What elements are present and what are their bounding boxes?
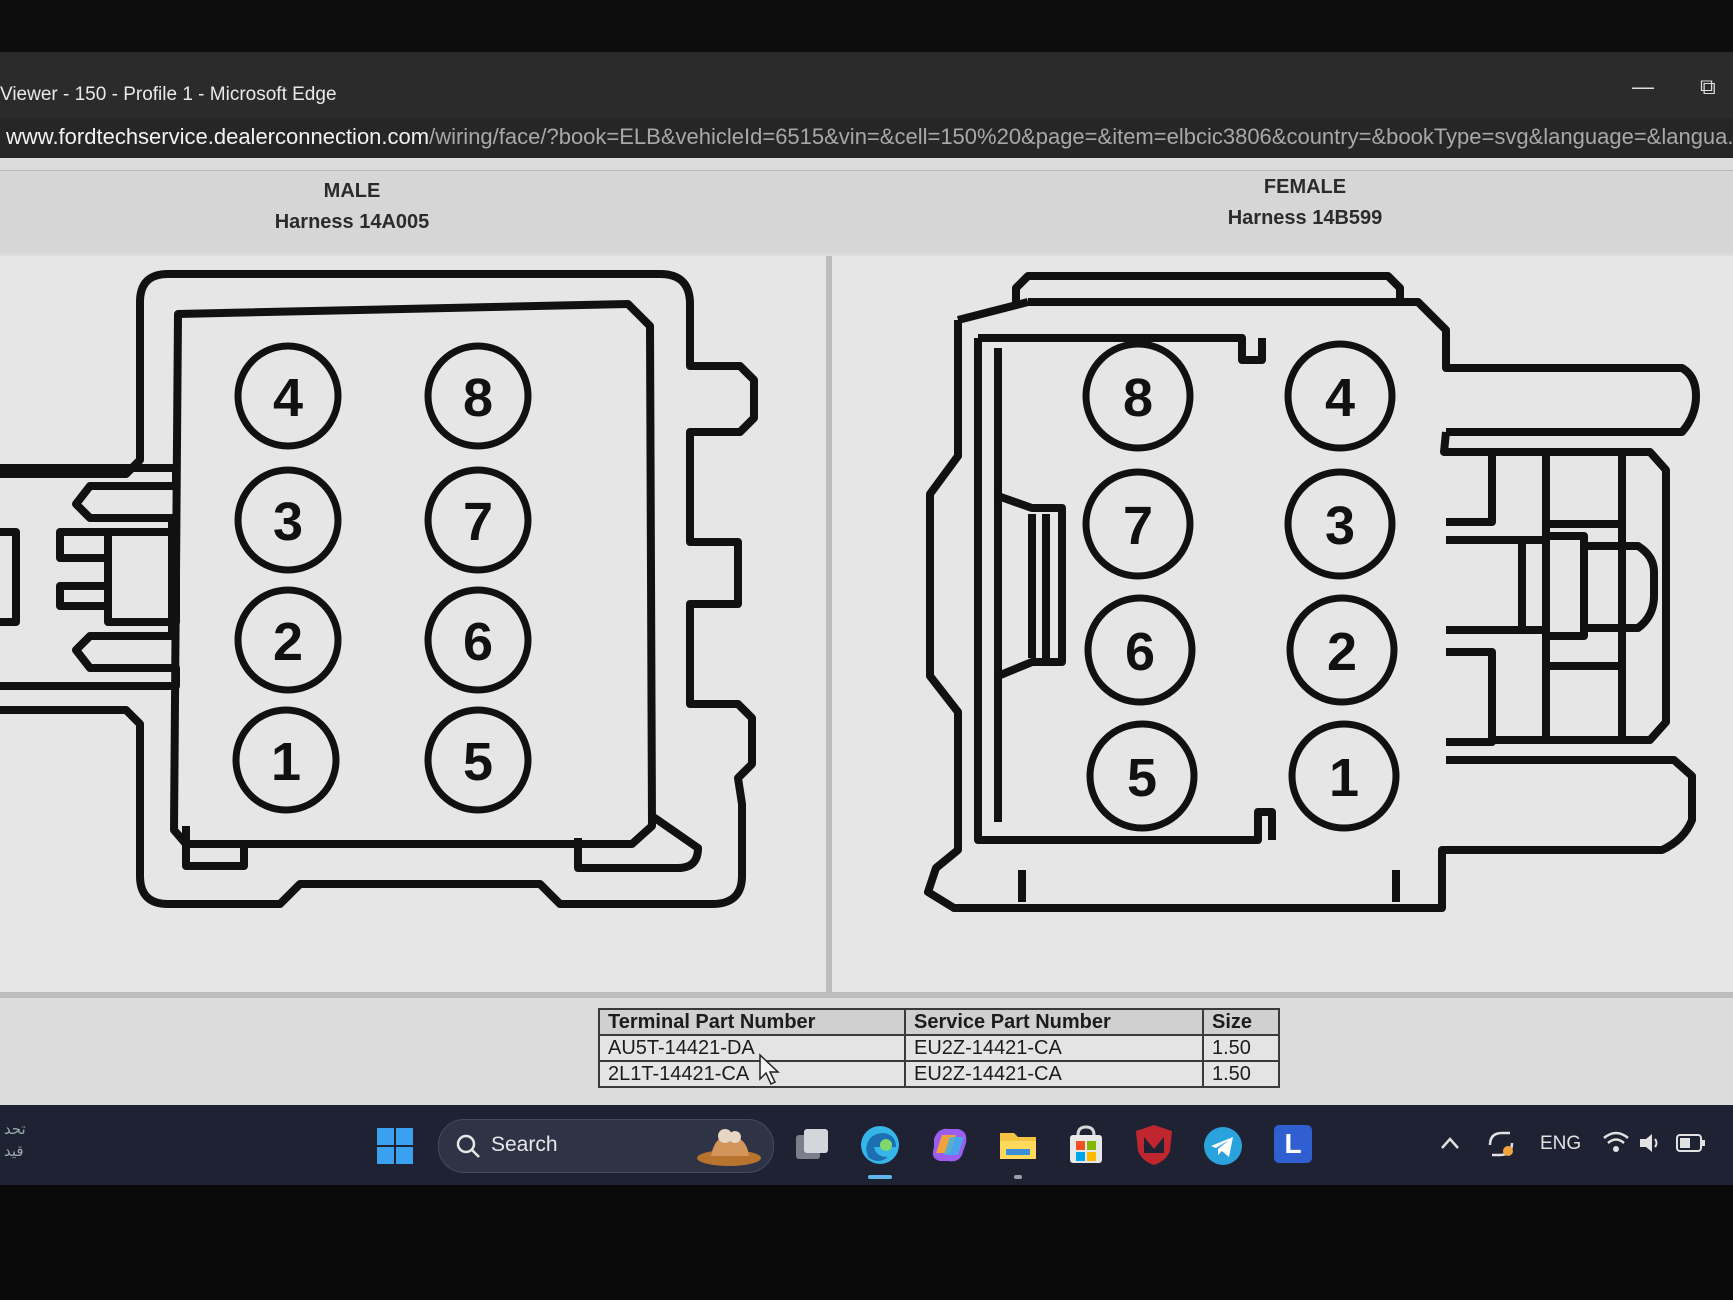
window-title: Viewer - 150 - Profile 1 - Microsoft Edg… — [0, 84, 337, 105]
male-pin-circle[interactable] — [232, 706, 340, 814]
female-pin-number: 6 — [1125, 622, 1155, 682]
panel-bottom-rule — [0, 992, 1733, 998]
female-header: FEMALE Harness 14B599 — [1180, 172, 1430, 234]
female-pin-circle[interactable] — [1082, 468, 1194, 580]
table-cell: EU2Z-14421-CA — [904, 1034, 1204, 1062]
male-pin-circle[interactable] — [424, 706, 532, 814]
female-pin-number: 3 — [1325, 496, 1355, 556]
female-pin-number: 7 — [1123, 496, 1153, 556]
female-pin-number: 5 — [1127, 748, 1157, 808]
search-highlight-icon — [697, 1129, 761, 1166]
male-pin-circle[interactable] — [424, 586, 532, 694]
wiring-face-view: MALE Harness 14A005 FEMALE Harness 14B59… — [0, 158, 1733, 1105]
url-text[interactable]: www.fordtechservice.dealerconnection.com… — [6, 124, 1733, 150]
male-pin-number: 1 — [271, 732, 301, 792]
column-header: Terminal Part Number — [598, 1008, 906, 1036]
table-header-row: Terminal Part Number Service Part Number… — [598, 1008, 1280, 1036]
male-connector-panel: 4 8 3 7 2 6 1 5 — [0, 256, 826, 992]
table-cell: EU2Z-14421-CA — [904, 1060, 1204, 1088]
edge-browser-icon[interactable] — [858, 1123, 902, 1167]
system-notice-line: تحد — [4, 1121, 26, 1138]
table-row: 2L1T-14421-CA EU2Z-14421-CA 1.50 — [598, 1060, 1280, 1088]
minimize-button[interactable]: — — [1632, 74, 1654, 99]
male-pin-number: 2 — [273, 612, 303, 672]
female-pin-number: 2 — [1327, 622, 1357, 682]
table-row: AU5T-14421-DA EU2Z-14421-CA 1.50 — [598, 1034, 1280, 1062]
male-pin-number: 4 — [273, 368, 303, 428]
female-pin-number: 8 — [1123, 368, 1153, 428]
open-app-indicator — [1014, 1175, 1022, 1179]
url-path: /wiring/face/?book=ELB&vehicleId=6515&vi… — [429, 124, 1733, 149]
browser-titlebar: Viewer - 150 - Profile 1 - Microsoft Edg… — [0, 52, 1733, 118]
url-host: www.fordtechservice.dealerconnection.com — [6, 124, 430, 149]
windows-start-icon[interactable] — [376, 1127, 414, 1165]
table-cell: 2L1T-14421-CA — [598, 1060, 906, 1088]
male-pin-number: 5 — [463, 732, 493, 792]
search-label: Search — [491, 1133, 558, 1156]
female-pin-circle[interactable] — [1284, 340, 1396, 452]
male-pin-circle[interactable] — [234, 466, 342, 574]
female-connector-panel: 8 4 7 3 6 2 5 1 — [832, 256, 1733, 992]
male-pin-circle[interactable] — [424, 342, 532, 450]
female-pin-circle[interactable] — [1082, 340, 1194, 452]
restore-button[interactable]: ⧉ — [1700, 74, 1716, 99]
task-view-icon[interactable] — [792, 1125, 832, 1165]
terminal-parts-table: Terminal Part Number Service Part Number… — [598, 1008, 1280, 1088]
male-pin-number: 7 — [463, 492, 493, 552]
windows-taskbar: تحد قيد Search — [0, 1105, 1733, 1185]
copilot-icon[interactable] — [928, 1123, 972, 1167]
antivirus-shield-icon[interactable] — [1134, 1123, 1174, 1167]
wifi-icon[interactable] — [1602, 1129, 1630, 1155]
connector-header-strip — [0, 170, 1733, 253]
female-gender-label: FEMALE — [1263, 176, 1347, 198]
search-icon — [456, 1134, 480, 1158]
male-connector-drawing: 4 8 3 7 2 6 1 5 — [0, 270, 758, 908]
table-cell: AU5T-14421-DA — [598, 1034, 906, 1062]
female-pin-number: 4 — [1325, 368, 1355, 428]
system-notice-line: قيد — [4, 1143, 24, 1160]
male-pin-number: 3 — [273, 492, 303, 552]
female-pin-circles — [1082, 340, 1400, 832]
male-pin-circle[interactable] — [234, 342, 342, 450]
male-pin-number: 8 — [463, 368, 493, 428]
male-pin-circle[interactable] — [234, 586, 342, 694]
panel-divider — [826, 256, 832, 992]
screen-bezel-bottom — [0, 1185, 1733, 1300]
column-header: Service Part Number — [904, 1008, 1204, 1036]
female-connector-drawing: 8 4 7 3 6 2 5 1 — [924, 272, 1700, 912]
male-harness-label: Harness 14A005 — [274, 211, 430, 233]
taskbar-search-box[interactable]: Search — [438, 1119, 774, 1173]
battery-icon[interactable] — [1676, 1133, 1706, 1153]
sync-icon[interactable] — [1484, 1127, 1518, 1161]
screen-bezel-top — [0, 0, 1733, 52]
app-l-icon[interactable]: L — [1274, 1125, 1312, 1163]
female-pin-circle[interactable] — [1084, 594, 1196, 706]
female-pin-circle[interactable] — [1086, 720, 1198, 832]
female-pin-circle[interactable] — [1288, 720, 1400, 832]
column-header: Size — [1202, 1008, 1280, 1036]
telegram-icon[interactable] — [1202, 1125, 1244, 1167]
male-header: MALE Harness 14A005 — [230, 176, 474, 238]
mouse-cursor-icon — [759, 1053, 780, 1086]
active-app-indicator — [868, 1175, 892, 1179]
language-indicator[interactable]: ENG — [1540, 1133, 1582, 1154]
male-pin-circles — [232, 342, 532, 814]
chevron-up-icon[interactable] — [1440, 1135, 1460, 1151]
table-cell: 1.50 — [1202, 1034, 1280, 1062]
male-pin-number: 6 — [463, 612, 493, 672]
male-gender-label: MALE — [323, 180, 381, 202]
file-explorer-icon[interactable] — [996, 1123, 1040, 1167]
microsoft-store-icon[interactable] — [1064, 1123, 1108, 1167]
female-pin-number: 1 — [1329, 748, 1359, 808]
address-bar[interactable]: www.fordtechservice.dealerconnection.com… — [0, 118, 1733, 158]
volume-icon[interactable] — [1638, 1131, 1662, 1155]
female-harness-label: Harness 14B599 — [1227, 207, 1383, 229]
system-notice-text: تحد قيد — [4, 1119, 26, 1163]
female-pin-circle[interactable] — [1286, 594, 1398, 706]
male-pin-circle[interactable] — [424, 466, 532, 574]
female-pin-circle[interactable] — [1284, 468, 1396, 580]
table-cell: 1.50 — [1202, 1060, 1280, 1088]
